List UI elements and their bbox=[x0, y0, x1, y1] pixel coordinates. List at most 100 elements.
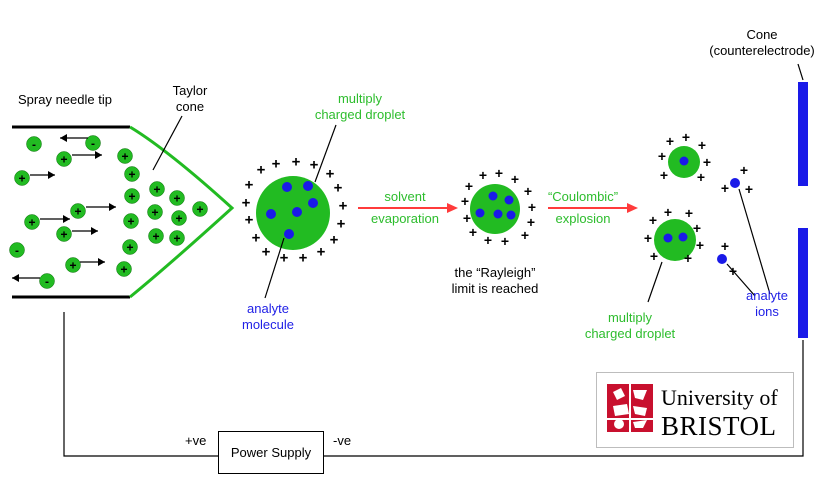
charge-plus: + bbox=[245, 177, 254, 194]
negative-terminal-label: -ve bbox=[333, 433, 352, 448]
cone-ion bbox=[171, 210, 187, 226]
charge-plus: + bbox=[484, 232, 492, 248]
needle-label: Spray needle tip bbox=[18, 92, 112, 107]
charge-plus: + bbox=[527, 214, 535, 230]
charge-plus: + bbox=[337, 216, 346, 233]
ion-leader-upper bbox=[738, 188, 771, 295]
arrow-right-5-head bbox=[91, 227, 98, 235]
charge-plus: + bbox=[698, 137, 706, 153]
analyte-molecule bbox=[488, 191, 498, 201]
charge-plus: + bbox=[326, 166, 335, 183]
large-droplet-analytes bbox=[266, 181, 318, 239]
counterelectrode-upper bbox=[798, 82, 808, 186]
charge-plus: + bbox=[666, 133, 674, 149]
charge-plus: + bbox=[685, 205, 693, 221]
analyte-molecule-label-2: molecule bbox=[241, 317, 295, 332]
analyte-molecule bbox=[506, 210, 516, 220]
counterelectrode-lower bbox=[798, 228, 808, 338]
taylor-cone-label-1: Taylor bbox=[172, 83, 208, 98]
power-supply-label: Power Supply bbox=[230, 445, 312, 460]
cone-leader bbox=[797, 63, 804, 81]
charge-plus: + bbox=[292, 154, 301, 171]
needle-ion-sign: + bbox=[28, 216, 35, 230]
needle-ion bbox=[24, 214, 40, 230]
cone-ion-sign: + bbox=[153, 183, 160, 197]
charge-plus: + bbox=[644, 230, 652, 246]
charge-plus: + bbox=[697, 169, 705, 185]
coulombic-label-1: “Coulombic” bbox=[547, 189, 619, 204]
charge-plus: + bbox=[495, 165, 503, 181]
cone-ion bbox=[122, 239, 138, 255]
needle-ion bbox=[117, 148, 133, 164]
rayleigh-droplet-charges: +++++++++++++ bbox=[461, 165, 536, 249]
cone-ion-sign: + bbox=[128, 190, 135, 204]
charge-plus: + bbox=[252, 230, 261, 247]
charge-plus: + bbox=[465, 178, 473, 194]
analyte-ions-label-2: ions bbox=[755, 304, 779, 319]
charge-plus: + bbox=[528, 199, 536, 215]
charge-plus: + bbox=[664, 204, 672, 220]
needle-ion bbox=[26, 136, 42, 152]
needle-ion bbox=[9, 242, 25, 258]
taylor-cone-label-2: cone bbox=[175, 99, 205, 114]
solvent-evaporation-arrow bbox=[358, 203, 458, 213]
needle-ion bbox=[70, 203, 86, 219]
cone-ion-sign: + bbox=[128, 168, 135, 182]
charge-plus: + bbox=[262, 244, 271, 261]
analyte-molecule bbox=[678, 232, 688, 242]
cone-ion-sign: + bbox=[151, 206, 158, 220]
arrow-right-2-head bbox=[48, 171, 55, 179]
cone-ion bbox=[123, 213, 139, 229]
cone-ion-sign: + bbox=[196, 203, 203, 217]
charge-plus: + bbox=[682, 129, 690, 145]
university-logo: University of BRISTOL bbox=[596, 372, 794, 448]
droplet1-label-2: charged droplet bbox=[314, 107, 406, 122]
cone-ion-sign: + bbox=[175, 212, 182, 226]
power-supply-box: Power Supply bbox=[218, 431, 324, 474]
charge-plus: + bbox=[721, 238, 729, 254]
charge-plus: + bbox=[511, 171, 519, 187]
arrow-right-3-head bbox=[109, 203, 116, 211]
needle-ion-sign: + bbox=[60, 153, 67, 167]
coulombic-label-2: explosion bbox=[555, 211, 611, 226]
taylor-cone-leader bbox=[152, 115, 183, 171]
small-droplet-analytes bbox=[663, 156, 689, 243]
needle-ion bbox=[116, 261, 132, 277]
taylor-cone-outline bbox=[129, 125, 235, 299]
cone-label-2: (counterelectrode) bbox=[709, 43, 815, 58]
analyte-molecule bbox=[308, 198, 318, 208]
cone-ion bbox=[169, 190, 185, 206]
arrow-right-1-head bbox=[95, 151, 102, 159]
charge-plus: + bbox=[317, 244, 326, 261]
ion-leader-lower bbox=[726, 263, 756, 297]
taylor-cone-droplets: +++++++++++ bbox=[122, 166, 208, 255]
needle-ion bbox=[39, 273, 55, 289]
charge-plus: + bbox=[703, 154, 711, 170]
analyte-molecule bbox=[679, 156, 689, 166]
charge-plus: + bbox=[461, 193, 469, 209]
charge-plus: + bbox=[696, 237, 704, 253]
charge-plus: + bbox=[257, 162, 266, 179]
needle-ion-sign: - bbox=[32, 138, 36, 152]
positive-terminal-label: +ve bbox=[185, 433, 207, 448]
analyte-molecule bbox=[475, 208, 485, 218]
needle-ion-sign: + bbox=[120, 263, 127, 277]
cone-ion-sign: + bbox=[127, 215, 134, 229]
charge-plus: + bbox=[299, 250, 308, 267]
droplet-leader bbox=[314, 124, 337, 183]
cone-ion-sign: + bbox=[152, 230, 159, 244]
analyte-molecule bbox=[663, 233, 673, 243]
analyte-molecule bbox=[292, 207, 302, 217]
needle-ion-sign: - bbox=[91, 137, 95, 151]
charge-plus: + bbox=[310, 157, 319, 174]
analyte-ion-lower bbox=[717, 254, 727, 264]
needle-ion bbox=[56, 226, 72, 242]
droplet1-label-1: multiply bbox=[337, 91, 383, 106]
analyte-molecule-label-1: analyte bbox=[247, 301, 289, 316]
wire-negative bbox=[324, 340, 804, 457]
needle-ion bbox=[56, 151, 72, 167]
cone-ion bbox=[192, 201, 208, 217]
charge-plus: + bbox=[745, 181, 753, 197]
analyte-molecule bbox=[266, 209, 276, 219]
wire-positive bbox=[63, 312, 218, 457]
